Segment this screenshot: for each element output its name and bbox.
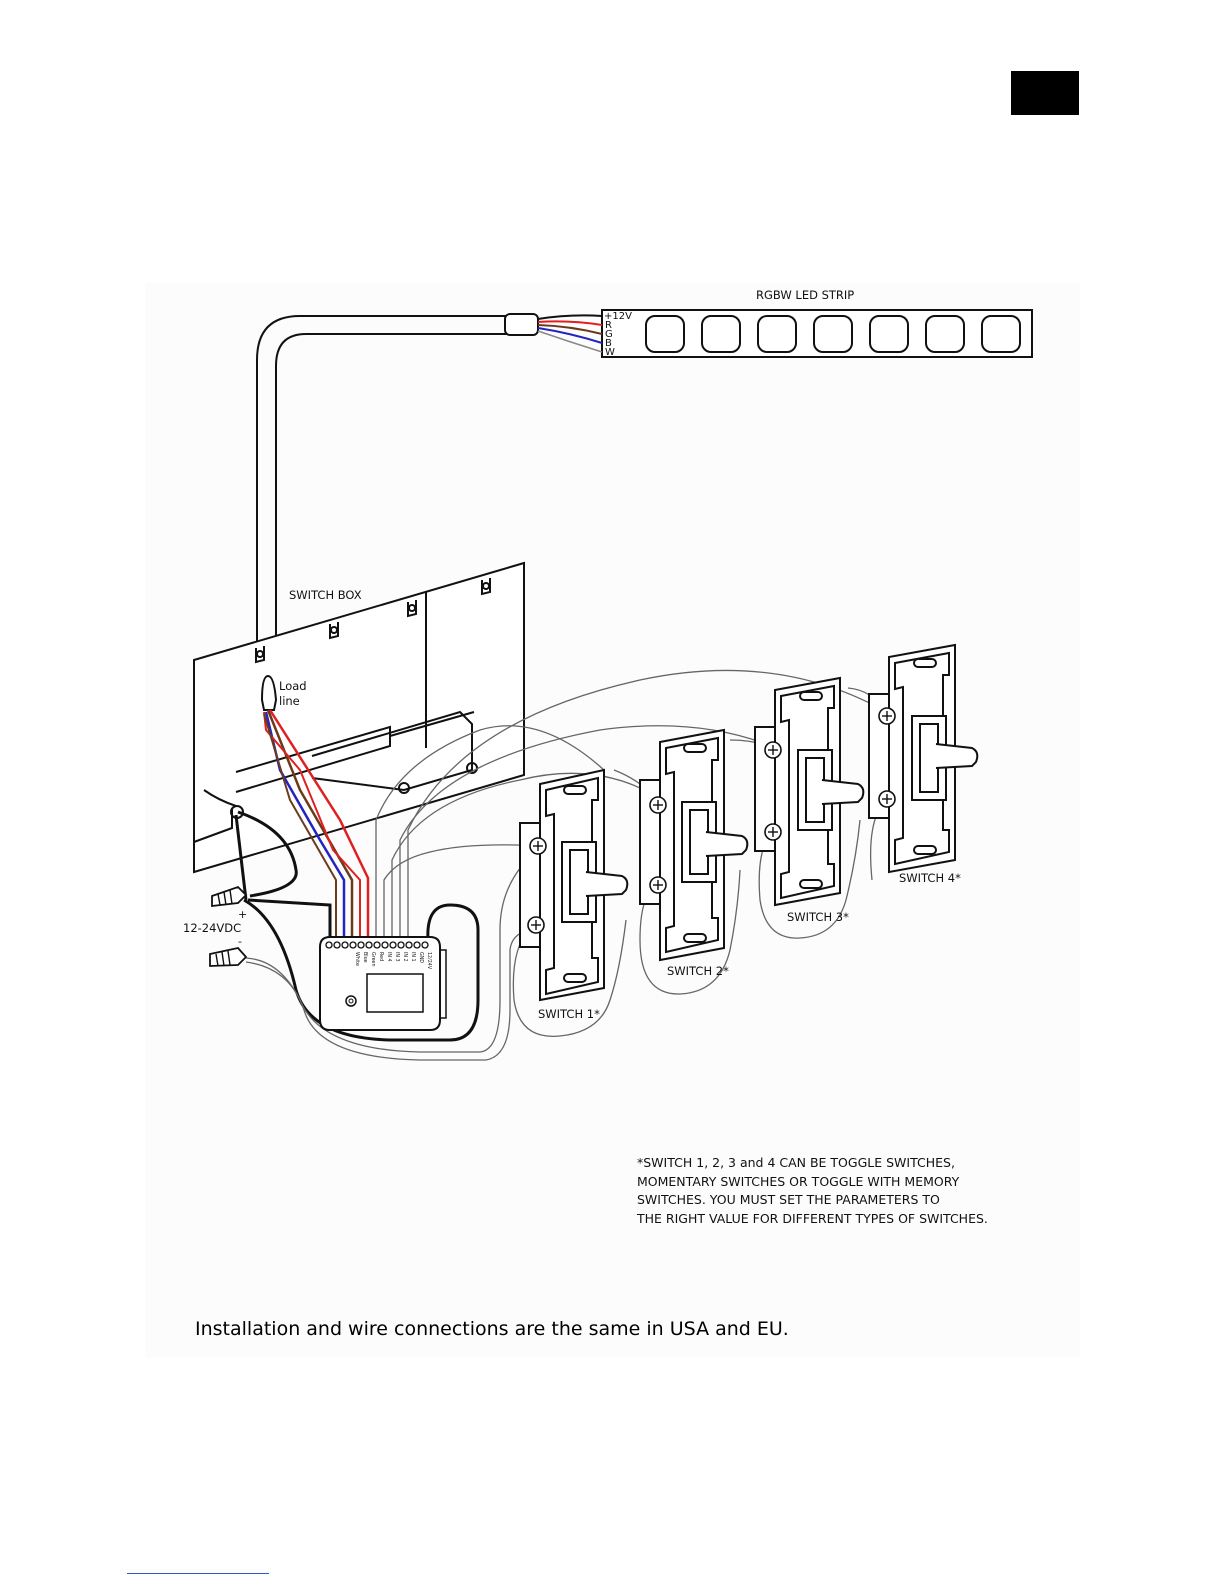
controller-terminal-label: Blue [362,952,368,963]
controller-terminal-screws [325,941,429,949]
led-terminal-w: W [605,347,615,358]
page-link-underline[interactable] [127,1573,269,1574]
note-line: THE RIGHT VALUE FOR DIFFERENT TYPES OF S… [637,1210,988,1226]
switch-1-label: SWITCH 1* [538,1007,600,1021]
controller-terminal-label: Green [370,952,376,967]
strip-cable [256,313,603,645]
switch-box-label: SWITCH BOX [289,588,362,602]
wire-nut-positive [211,885,248,908]
switch-box [193,561,525,874]
power-plus-label: + [238,908,247,921]
controller-button-icon [345,995,357,1007]
controller-terminal-label: 12/24V [426,952,432,970]
controller-color-wires [263,709,370,937]
switch-4-label: SWITCH 4* [899,871,961,885]
controller-terminal-label: IN 3 [394,952,400,962]
switch-input-wires [245,669,891,1061]
power-voltage-label: 12-24VDC [183,921,241,935]
power-minus-label: - [238,935,242,948]
switch-4 [868,643,979,874]
led-terminal-r: R [605,320,612,331]
load-line-connector [260,674,278,711]
switch-3-label: SWITCH 3* [787,910,849,924]
led-chips [645,315,1021,353]
controller-module: 12/24V GND IN 1 IN 2 IN 3 IN 4 Red Green… [319,936,447,1031]
switch-1 [519,768,629,1002]
controller-terminal-label: GND [418,952,424,963]
led-terminal-b: B [605,338,612,349]
switch-2-label: SWITCH 2* [667,964,729,978]
controller-terminal-label: IN 4 [386,952,392,962]
load-line-label-1: Load [279,679,307,693]
footer-text: Installation and wire connections are th… [195,1318,789,1340]
note-line: *SWITCH 1, 2, 3 and 4 CAN BE TOGGLE SWIT… [637,1155,955,1170]
switch-2 [639,728,749,962]
page-tab-marker [1011,71,1079,115]
note-line: MOMENTARY SWITCHES OR TOGGLE WITH MEMORY [637,1173,960,1189]
switch-3 [754,676,865,907]
controller-terminal-label: IN 2 [402,952,408,962]
switch-type-note: *SWITCH 1, 2, 3 and 4 CAN BE TOGGLE SWIT… [637,1154,1057,1228]
led-strip-title: RGBW LED STRIP [756,288,854,302]
controller-terminal-label: IN 1 [410,952,416,962]
led-terminal-12v: +12V [604,311,632,322]
power-wires [234,810,480,1042]
led-strip: RGBW LED STRIP +12V R G B W [601,288,1033,358]
controller-terminal-label: Red [378,952,384,961]
led-terminal-g: G [605,329,613,340]
wire-nut-negative [209,947,248,967]
note-line: SWITCHES. YOU MUST SET THE PARAMETERS TO [637,1192,940,1207]
controller-terminal-label: White [354,952,360,966]
load-line-label-2: line [279,694,300,708]
